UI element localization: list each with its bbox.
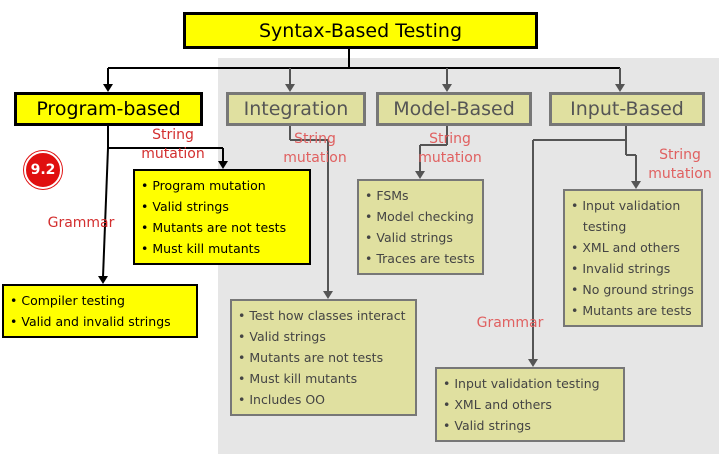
label-line: String — [294, 131, 336, 147]
category-model-based: Model-Based — [376, 92, 532, 126]
list-item: Model checking — [365, 206, 476, 227]
list-item: Mutants are tests — [571, 300, 695, 321]
list-item: Must kill mutants — [238, 368, 409, 389]
compiler-testing-list: Compiler testing Valid and invalid strin… — [2, 284, 198, 338]
input-mutation-list: Input validation testing XML and others … — [563, 189, 703, 327]
label-line: String — [152, 127, 194, 143]
input-grammar-label: Grammar — [476, 315, 544, 331]
list-item: Compiler testing — [10, 290, 190, 311]
label-line: mutation — [648, 166, 712, 182]
list-item: Traces are tests — [365, 248, 476, 269]
list-item: No ground strings — [571, 279, 695, 300]
label-line: String — [659, 147, 701, 163]
list-item: Valid strings — [238, 326, 409, 347]
program-grammar-label: Grammar — [47, 215, 115, 231]
category-integration: Integration — [226, 92, 366, 126]
list-item: Test how classes interact — [238, 305, 409, 326]
diagram-title: Syntax-Based Testing — [183, 12, 538, 49]
list-item: Valid and invalid strings — [10, 311, 190, 332]
list-item: Program mutation — [141, 175, 303, 196]
model-string-mutation-label: String mutation — [415, 130, 485, 168]
section-badge: 9.2 — [24, 151, 62, 189]
list-item: XML and others — [571, 237, 695, 258]
input-grammar-list: Input validation testing XML and others … — [435, 367, 625, 442]
label-line: mutation — [141, 146, 205, 162]
list-item: Input validation testing — [443, 373, 617, 394]
list-item: Valid strings — [141, 196, 303, 217]
list-item: Includes OO — [238, 389, 409, 410]
integration-list: Test how classes interact Valid strings … — [230, 299, 417, 416]
category-input-based: Input-Based — [549, 92, 705, 126]
program-mutation-list: Program mutation Valid strings Mutants a… — [133, 169, 311, 265]
list-item: Must kill mutants — [141, 238, 303, 259]
list-item: Input validation — [571, 195, 695, 216]
label-line: mutation — [283, 150, 347, 166]
list-item: Invalid strings — [571, 258, 695, 279]
list-item: Mutants are not tests — [238, 347, 409, 368]
category-program-based: Program-based — [14, 92, 203, 126]
list-item: Valid strings — [443, 415, 617, 436]
integration-string-mutation-label: String mutation — [280, 130, 350, 168]
list-item: Valid strings — [365, 227, 476, 248]
program-string-mutation-label: String mutation — [138, 126, 208, 164]
model-list: FSMs Model checking Valid strings Traces… — [357, 179, 484, 275]
list-item: FSMs — [365, 185, 476, 206]
list-item: Mutants are not tests — [141, 217, 303, 238]
list-item: XML and others — [443, 394, 617, 415]
input-string-mutation-label: String mutation — [645, 146, 715, 184]
label-line: mutation — [418, 150, 482, 166]
label-line: String — [429, 131, 471, 147]
list-item: testing — [582, 219, 627, 234]
